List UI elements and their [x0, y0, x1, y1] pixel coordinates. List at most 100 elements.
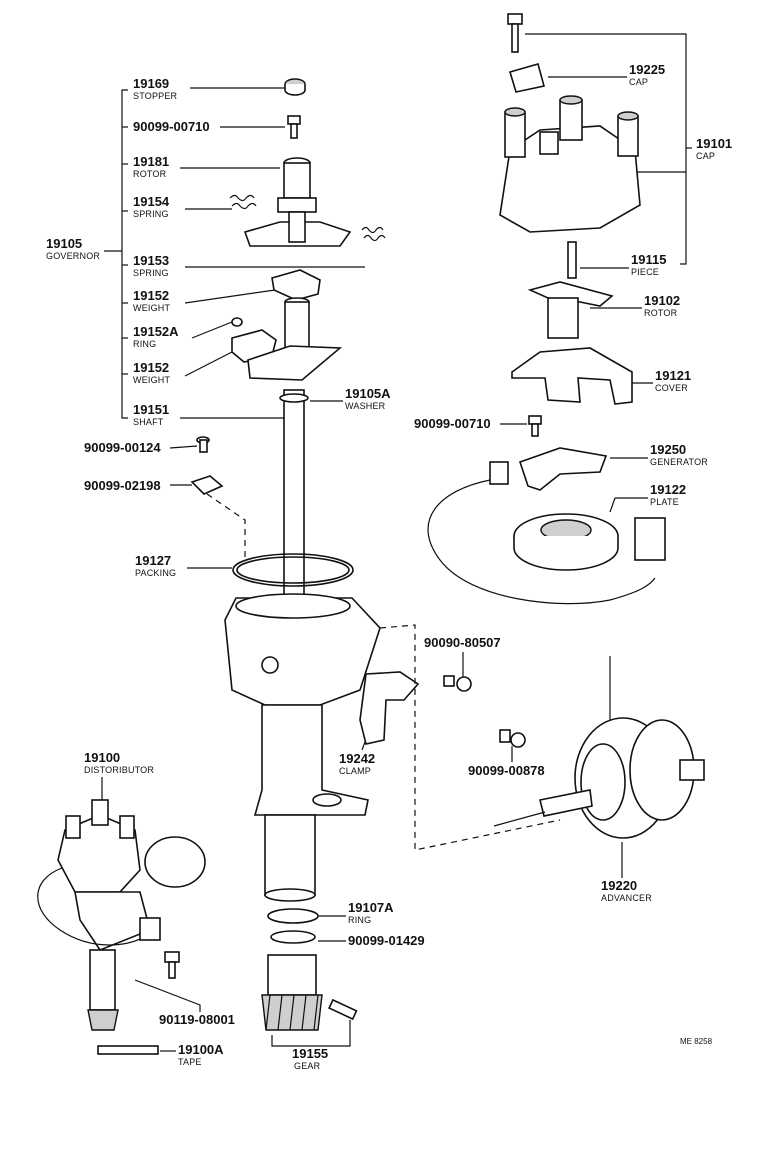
- rotor-part: [527, 281, 614, 339]
- part-number: 19105A: [345, 386, 391, 401]
- part-name: WEIGHT: [133, 375, 170, 385]
- small-cap-part: [509, 63, 545, 93]
- part-label-plate: 19122 PLATE: [609, 482, 686, 513]
- part-label-bolt-right: 90099-00710: [414, 416, 527, 431]
- part-label-advancer: 19220 ADVANCER: [601, 842, 652, 903]
- part-name: SPRING: [133, 268, 169, 278]
- part-name: SHAFT: [133, 417, 164, 427]
- part-number: 19220: [601, 878, 637, 893]
- part-number: 19152: [133, 360, 169, 375]
- distributor-assembly-part: [37, 799, 206, 1031]
- part-label-shaft: 19151 SHAFT: [133, 402, 285, 427]
- screw-c-part: [499, 729, 526, 748]
- part-number: 19152A: [133, 324, 179, 339]
- part-label-screw-c: 90099-00878: [468, 746, 545, 778]
- part-name: PLATE: [650, 497, 679, 507]
- part-number: 90090-80507: [424, 635, 501, 650]
- part-number: 19115: [631, 252, 666, 267]
- part-number: 19169: [133, 76, 169, 91]
- part-number: 19225: [629, 62, 665, 77]
- packing-part: [232, 553, 354, 587]
- part-label-cap: 19101 CAP: [696, 136, 732, 161]
- part-name: GENERATOR: [650, 457, 708, 467]
- part-label-rotor-governor: 19181 ROTOR: [133, 154, 280, 179]
- clamp-part: [359, 624, 561, 851]
- gear-part: [261, 954, 358, 1031]
- part-label-governor: 19105 GOVERNOR: [46, 236, 100, 261]
- part-label-piece: 19115 PIECE: [580, 252, 666, 277]
- part-label-screw-b: 90090-80507: [424, 635, 501, 678]
- governor-rotor-part: [243, 157, 352, 247]
- part-number: 19154: [133, 194, 170, 209]
- part-name: ROTOR: [133, 169, 167, 179]
- part-number: 19152: [133, 288, 169, 303]
- part-name: SPRING: [133, 209, 169, 219]
- part-name: DISTORIBUTOR: [84, 765, 154, 775]
- plate-part: [513, 513, 619, 571]
- part-number: 90119-08001: [159, 1012, 235, 1027]
- part-number: 19127: [135, 553, 171, 568]
- distributor-housing-part: [224, 593, 381, 902]
- part-label-washer-b: 90099-01429: [318, 933, 425, 948]
- part-number: 90099-00710: [133, 119, 210, 134]
- part-label-gear: 19155 GEAR: [271, 1020, 351, 1071]
- part-label-weight-b: 19152 WEIGHT: [133, 351, 233, 385]
- shaft-part: [247, 297, 343, 621]
- governor-bracket: [104, 89, 128, 419]
- stopper-part: [284, 78, 306, 96]
- part-number: 19151: [133, 402, 169, 417]
- part-number: 19100A: [178, 1042, 224, 1057]
- advancer-part: [493, 656, 705, 839]
- part-label-generator: 19250 GENERATOR: [610, 442, 708, 467]
- ring-a-part: [231, 317, 243, 327]
- bolt-bottom-part: [164, 951, 180, 979]
- part-label-bolt-top-left: 90099-00710: [133, 119, 285, 134]
- part-name: RING: [133, 339, 156, 349]
- cover-part: [511, 347, 633, 405]
- spring-b-part: [361, 226, 386, 242]
- part-name: TAPE: [178, 1057, 202, 1067]
- part-number: 90099-01429: [348, 933, 425, 948]
- part-label-spring-a: 19154 SPRING: [133, 194, 232, 219]
- diagram-code: ME 8258: [680, 1037, 713, 1046]
- washer-b-part: [270, 930, 316, 944]
- bolt-right-part: [528, 415, 542, 437]
- part-number: 19100: [84, 750, 120, 765]
- part-name: COVER: [655, 383, 688, 393]
- screw-b-part: [443, 675, 472, 692]
- generator-part: [427, 447, 666, 605]
- part-label-screw-a: 90099-00124: [84, 440, 198, 455]
- part-label-plate-small: 90099-02198: [84, 478, 192, 493]
- part-number: 19250: [650, 442, 686, 457]
- part-label-distributor: 19100 DISTORIBUTOR: [84, 750, 154, 800]
- cap-bolt-part: [507, 13, 523, 53]
- part-name: PACKING: [135, 568, 176, 578]
- ring-b-part: [267, 908, 319, 924]
- part-label-weight-a: 19152 WEIGHT: [133, 288, 276, 313]
- part-label-cover: 19121 COVER: [632, 368, 691, 393]
- part-label-bolt-bottom: 90119-08001: [134, 979, 235, 1027]
- part-number: 90099-00710: [414, 416, 491, 431]
- part-number: 19107A: [348, 900, 394, 915]
- part-number: 90099-00878: [468, 763, 545, 778]
- part-name: CAP: [629, 77, 648, 87]
- part-label-cap-small: 19225 CAP: [548, 62, 665, 87]
- part-label-ring-b: 19107A RING: [318, 900, 394, 925]
- weight-a-part: [271, 269, 321, 301]
- part-number: 90099-02198: [84, 478, 161, 493]
- part-label-stopper: 19169 STOPPER: [133, 76, 285, 101]
- part-number: 19153: [133, 253, 169, 268]
- tape-part: [97, 1045, 159, 1055]
- part-name: ROTOR: [644, 308, 678, 318]
- part-name: GOVERNOR: [46, 251, 100, 261]
- part-name: STOPPER: [133, 91, 178, 101]
- small-plate-part: [190, 475, 246, 560]
- part-number: 19102: [644, 293, 680, 308]
- part-number: 90099-00124: [84, 440, 161, 455]
- part-label-rotor: 19102 ROTOR: [590, 293, 680, 318]
- part-number: 19242: [339, 751, 375, 766]
- part-number: 19155: [292, 1046, 328, 1061]
- part-label-tape: 19100A TAPE: [160, 1042, 224, 1067]
- cap-bracket: [525, 33, 692, 265]
